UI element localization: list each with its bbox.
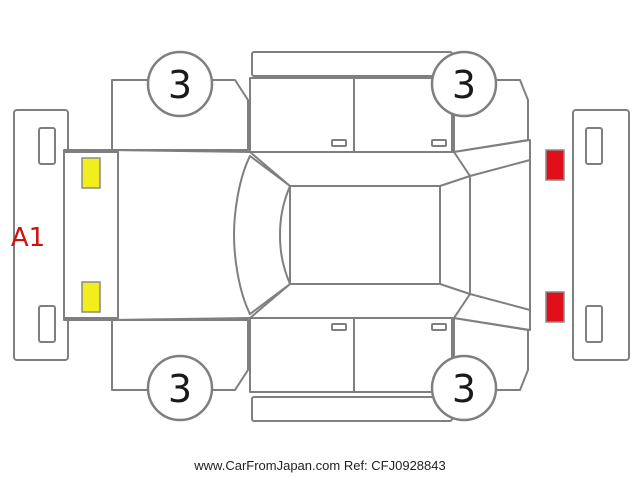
taillight-marker-bottom	[545, 291, 565, 323]
wheel-rear-left: 3	[146, 354, 214, 422]
car-body-top-view	[63, 139, 531, 331]
wheel-grade-front-left: 3	[168, 63, 192, 107]
taillight-marker-top	[545, 149, 565, 181]
footer-ref: Ref: CFJ0928843	[343, 458, 446, 473]
headlight-marker-bottom	[81, 281, 101, 313]
wheel-rear-right: 3	[430, 354, 498, 422]
watermark-footer: www.CarFromJapan.com Ref: CFJ0928843	[0, 458, 640, 473]
footer-site: www.CarFromJapan.com	[194, 458, 341, 473]
wheel-grade-rear-left: 3	[168, 367, 192, 411]
wheel-front-left: 3	[146, 50, 214, 118]
wheel-grade-front-right: 3	[452, 63, 476, 107]
wheel-front-right: 3	[430, 50, 498, 118]
wheel-grade-rear-right: 3	[452, 367, 476, 411]
damage-code-front-bumper: A1	[11, 223, 45, 253]
side-panel-top	[111, 77, 529, 153]
roof-edge-top	[251, 51, 453, 77]
headlight-marker-top	[81, 157, 101, 189]
rear-bumper	[572, 109, 630, 361]
roof-edge-bottom	[251, 396, 453, 422]
